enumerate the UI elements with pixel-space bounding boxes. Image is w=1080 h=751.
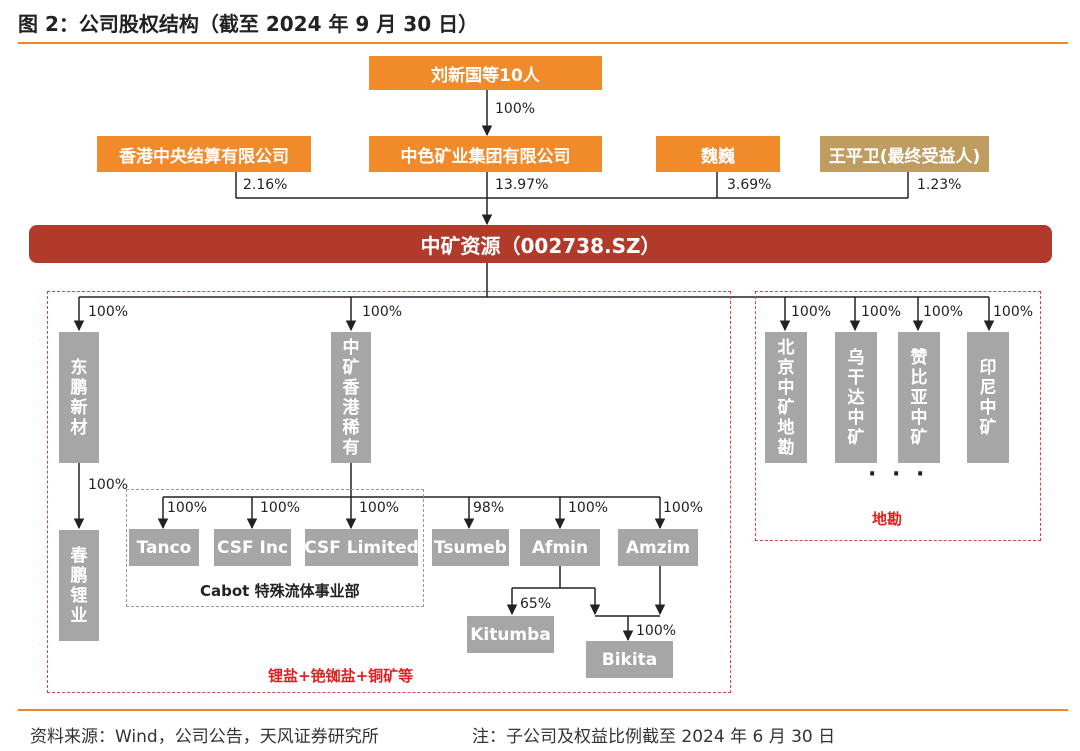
subsidiary-bikita: Bikita (586, 641, 673, 678)
pct-hk-rare: 100% (362, 304, 403, 320)
pct-beijing: 100% (791, 304, 832, 320)
date-footnote: 注：子公司及权益比例截至 2024 年 6 月 30 日 (472, 727, 836, 747)
shareholder-wei-wei: 魏巍 (656, 136, 780, 172)
pct-kitumba: 65% (520, 596, 552, 612)
pct-uganda: 100% (861, 304, 902, 320)
pct-bikita: 100% (636, 623, 677, 639)
shareholder-liu-xinguo: 刘新国等10人 (369, 56, 602, 90)
subsidiary-tanco: Tanco (129, 529, 199, 566)
subsidiary-afmin: Afmin (520, 529, 600, 566)
lithium-cesium-copper-group-frame (47, 291, 731, 693)
figure-title: 图 2：公司股权结构（截至 2024 年 9 月 30 日） (18, 12, 479, 36)
pct-amzim: 100% (663, 500, 704, 516)
shareholder-hkscc: 香港中央结算有限公司 (97, 136, 311, 172)
shareholder-wang-pingwei: 王平卫(最终受益人) (820, 136, 989, 172)
pct-csf-ltd: 100% (359, 500, 400, 516)
pct-tanco: 100% (167, 500, 208, 516)
bottom-divider (18, 709, 1068, 711)
shareholder-zhongse: 中色矿业集团有限公司 (369, 136, 602, 172)
source-footnote: 资料来源：Wind，公司公告，天风证券研究所 (30, 727, 379, 747)
pct-csf-inc: 100% (260, 500, 301, 516)
pct-afmin: 100% (568, 500, 609, 516)
pct-zambia: 100% (923, 304, 964, 320)
subsidiary-tsumeb: Tsumeb (432, 529, 509, 566)
exploration-group-frame (755, 291, 1041, 541)
subsidiary-chunpeng: 春鹏锂业 (59, 530, 99, 641)
cabot-division-frame (126, 489, 424, 607)
subsidiary-kitumba: Kitumba (467, 616, 554, 653)
subsidiary-beijing-exploration: 北京中矿地勘 (765, 332, 807, 463)
cabot-division-label: Cabot 特殊流体事业部 (200, 582, 360, 600)
subsidiary-hk-rare: 中矿香港稀有 (331, 332, 371, 463)
pct-tsumeb: 98% (473, 500, 505, 516)
subsidiary-zambia: 赞比亚中矿 (898, 332, 940, 463)
company-zhongkuang-resources: 中矿资源（002738.SZ） (29, 225, 1052, 263)
subsidiary-csf-limited: CSF Limited (304, 529, 419, 566)
subsidiary-csf-inc: CSF Inc (214, 529, 291, 566)
pct-hkscc: 2.16% (243, 177, 288, 193)
pct-wang-pingwei: 1.23% (917, 177, 962, 193)
more-subsidiaries-ellipsis: · · · (868, 462, 929, 487)
pct-liu-to-zhongse: 100% (495, 101, 536, 117)
subsidiary-uganda: 乌干达中矿 (835, 332, 877, 463)
pct-chunpeng: 100% (88, 477, 129, 493)
lithium-group-label: 锂盐+铯铷盐+铜矿等 (268, 667, 414, 685)
top-divider (18, 42, 1068, 44)
subsidiary-indonesia: 印尼中矿 (967, 332, 1009, 463)
subsidiary-dongpeng: 东鹏新材 (59, 332, 99, 463)
subsidiary-amzim: Amzim (618, 529, 698, 566)
pct-wei-wei: 3.69% (727, 177, 772, 193)
exploration-group-label: 地勘 (872, 510, 903, 528)
pct-dongpeng: 100% (88, 304, 129, 320)
pct-indonesia: 100% (993, 304, 1034, 320)
pct-zhongse: 13.97% (495, 177, 549, 193)
